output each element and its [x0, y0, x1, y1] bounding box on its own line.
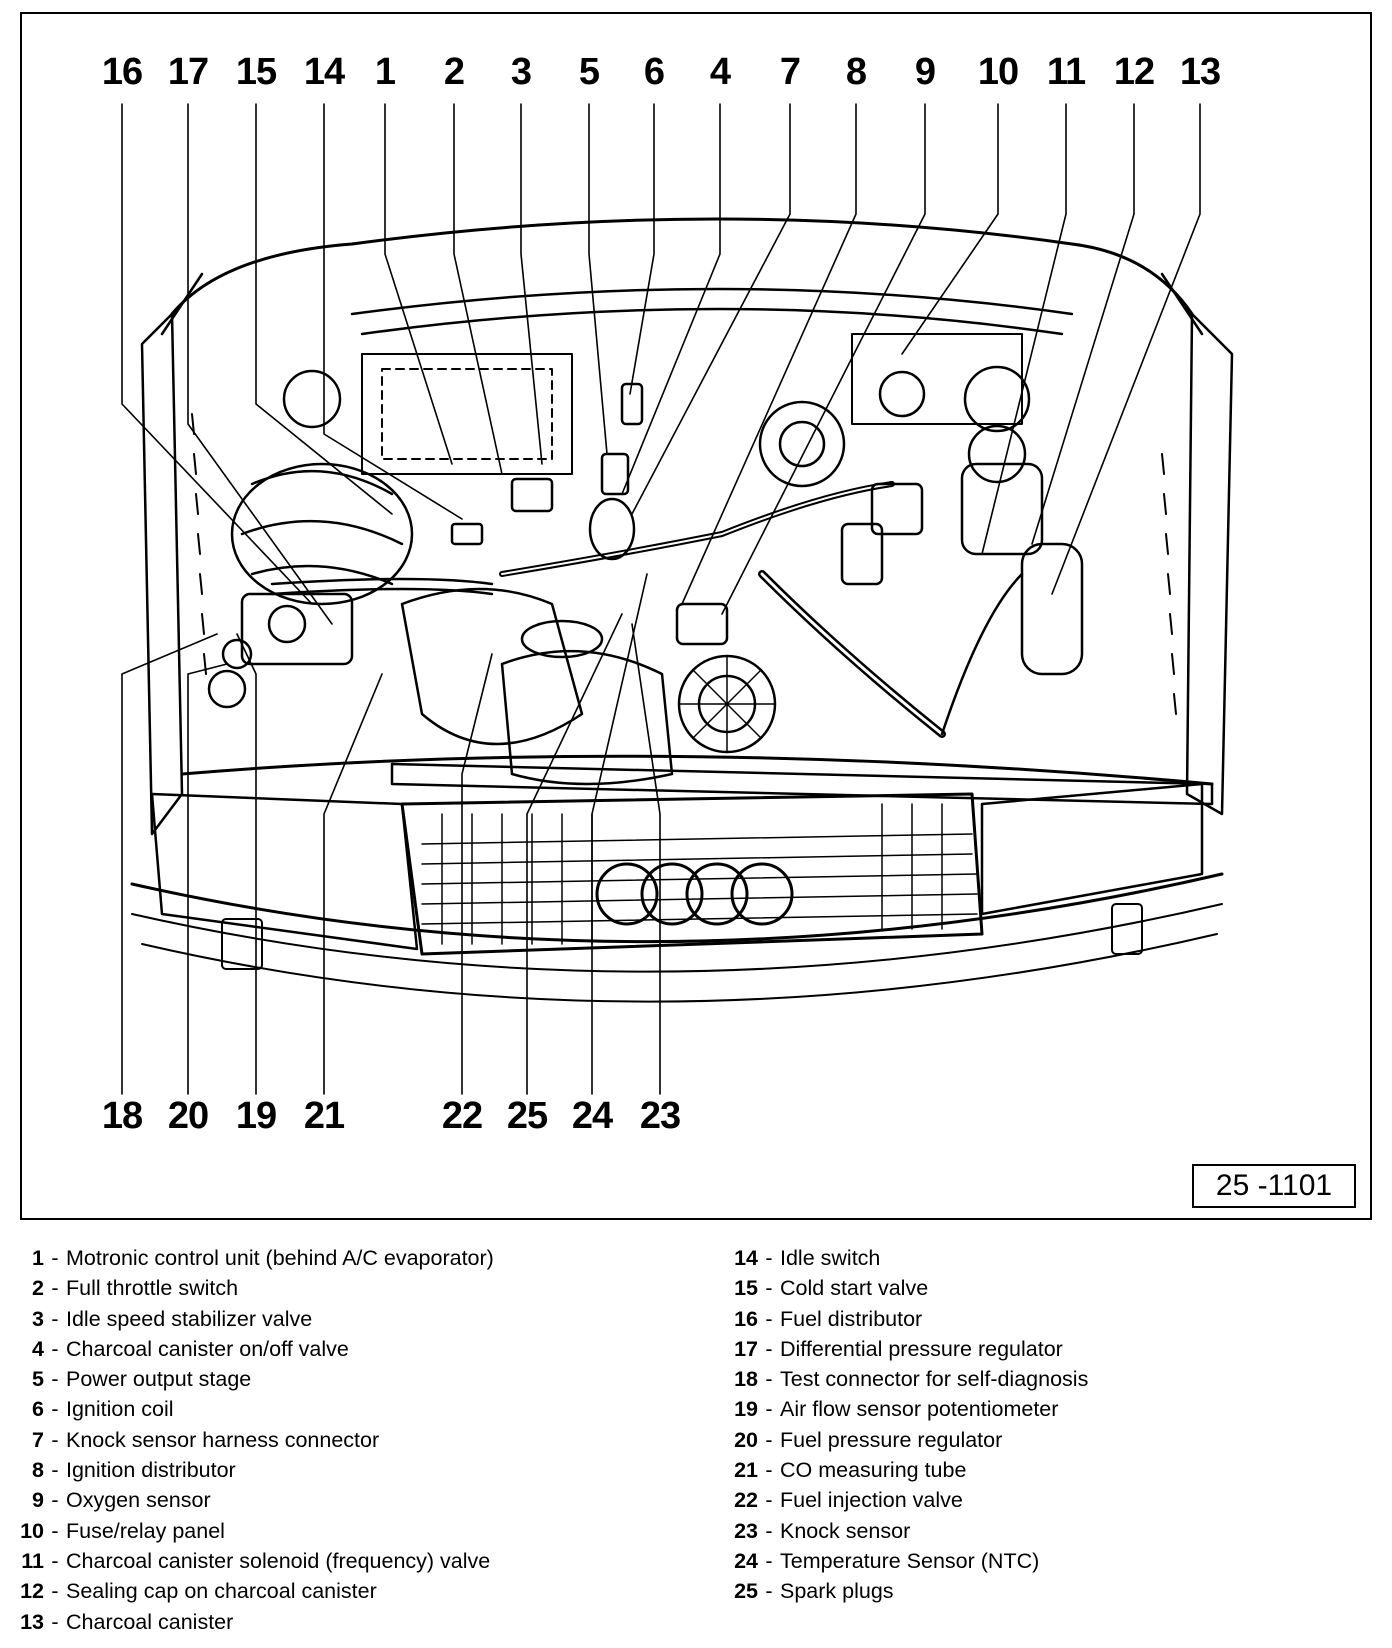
callout-2: 2: [443, 51, 465, 93]
legend-item: 11-Charcoal canister solenoid (frequency…: [21, 1548, 491, 1573]
legend-item: 21-CO measuring tube: [734, 1458, 967, 1483]
callout-21: 21: [303, 1095, 345, 1137]
legend-right: 14-Idle switch 15-Cold start valve 16-Fu…: [724, 1243, 1088, 1607]
callout-16: 16: [101, 51, 143, 93]
legend-item: 7-Knock sensor harness connector: [32, 1427, 380, 1452]
callout-12: 12: [1113, 51, 1155, 93]
legend-item: 12-Sealing cap on charcoal canister: [20, 1579, 377, 1604]
callout-20: 20: [167, 1095, 209, 1137]
callout-7: 7: [779, 51, 801, 93]
callout-4: 4: [709, 51, 731, 93]
callout-9: 9: [914, 51, 936, 93]
legend-item: 10-Fuse/relay panel: [20, 1518, 225, 1543]
legend-item: 2-Full throttle switch: [32, 1276, 239, 1301]
legend-item: 17-Differential pressure regulator: [734, 1336, 1063, 1361]
legend-item: 25-Spark plugs: [734, 1579, 894, 1604]
legend-item: 6-Ignition coil: [32, 1397, 174, 1422]
callout-3: 3: [510, 51, 532, 93]
legend-item: 18-Test connector for self-diagnosis: [734, 1367, 1089, 1392]
legend-item: 24-Temperature Sensor (NTC): [734, 1548, 1040, 1573]
callout-13: 13: [1179, 51, 1221, 93]
legend-item: 13-Charcoal canister: [20, 1609, 234, 1634]
legend-item: 15-Cold start valve: [734, 1276, 929, 1301]
callout-11: 11: [1046, 51, 1086, 93]
legend-item: 20-Fuel pressure regulator: [734, 1427, 1003, 1452]
callout-24: 24: [571, 1095, 613, 1137]
legend-item: 4-Charcoal canister on/off valve: [32, 1336, 349, 1361]
legend-item: 23-Knock sensor: [734, 1518, 911, 1543]
callout-22: 22: [441, 1095, 483, 1137]
engine-bay-drawing: [121, 103, 1234, 1095]
callout-23: 23: [639, 1095, 681, 1137]
legend-item: 9-Oxygen sensor: [32, 1488, 211, 1513]
legend-item: 16-Fuel distributor: [734, 1306, 923, 1331]
legend-item: 8-Ignition distributor: [32, 1458, 236, 1483]
callout-17: 17: [167, 51, 209, 93]
legend-item: 22-Fuel injection valve: [734, 1488, 963, 1513]
callout-18: 18: [101, 1095, 143, 1137]
callout-14: 14: [303, 51, 345, 93]
callout-19: 19: [235, 1095, 277, 1137]
legend-item: 5-Power output stage: [32, 1367, 252, 1392]
callout-8: 8: [845, 51, 867, 93]
callout-5: 5: [578, 51, 600, 93]
legend-item: 14-Idle switch: [734, 1246, 881, 1270]
callout-10: 10: [977, 51, 1019, 93]
callout-6: 6: [643, 51, 665, 93]
callout-25: 25: [506, 1095, 548, 1137]
legend-item: 3-Idle speed stabilizer valve: [32, 1306, 313, 1331]
legend-item: 19-Air flow sensor potentiometer: [734, 1397, 1059, 1422]
figure-reference: 25 -1101: [1192, 1164, 1356, 1208]
legend-item: 1-Motronic control unit (behind A/C evap…: [32, 1246, 494, 1270]
callout-15: 15: [235, 51, 277, 93]
callout-1: 1: [374, 51, 396, 93]
legend-left: 1-Motronic control unit (behind A/C evap…: [10, 1243, 494, 1637]
diagram-frame: 16 17 15 14 1 2 3 5 6 4 7 8 9 10 11 12 1…: [20, 12, 1372, 1220]
